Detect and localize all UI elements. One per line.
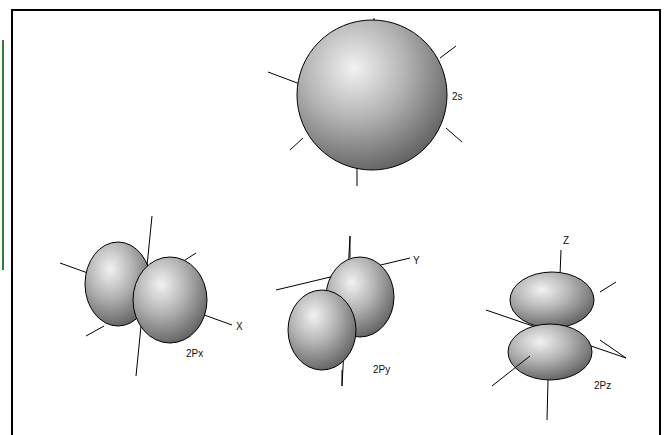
axis-name: Z	[563, 236, 569, 246]
orbital-name: 2Px	[186, 349, 203, 359]
frame	[12, 10, 660, 435]
side-bar	[2, 40, 4, 270]
orbital-name: 2s	[452, 92, 463, 102]
s-orbital	[268, 18, 462, 186]
axis-name: Y	[413, 256, 420, 266]
px-orbital	[60, 216, 232, 376]
pz-orbital	[486, 250, 626, 420]
py-orbital	[276, 236, 410, 386]
orbital-name: 2Pz	[594, 381, 611, 391]
axis-name: X	[236, 322, 243, 332]
orbital-name: 2Py	[373, 365, 390, 375]
